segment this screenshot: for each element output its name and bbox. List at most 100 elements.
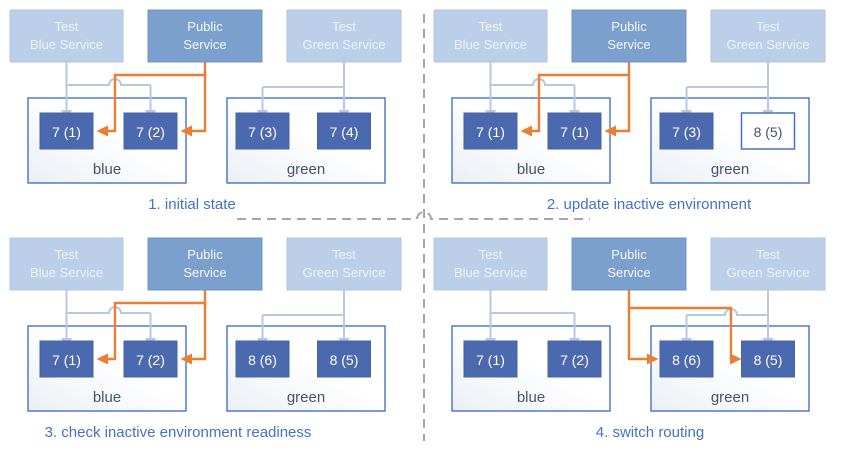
version-box-rect (235, 340, 290, 378)
public-service-box: Public Service (147, 237, 263, 291)
version-label: 7 (1) (560, 124, 589, 140)
blue-environment-label: blue (93, 161, 121, 178)
service-rect (286, 9, 402, 63)
version-box-rect (463, 340, 518, 378)
arrowhead-left-icon (96, 125, 108, 137)
service-label-line2: Green Service (302, 37, 385, 52)
test-green-service-box: Test Green Service (286, 9, 402, 63)
test-blue-service-box: Test Blue Service (9, 9, 124, 63)
version-box-rect (463, 112, 518, 150)
version-box-rect (317, 340, 371, 378)
version-box-rect (39, 112, 94, 150)
version-box: 7 (1) (463, 340, 518, 378)
version-box-rect (235, 112, 290, 150)
version-box: 8 (5) (317, 340, 371, 378)
version-box-rect (123, 112, 178, 150)
version-label: 7 (2) (136, 352, 165, 368)
version-box: 7 (2) (547, 340, 602, 378)
test-green-service-box: Test Green Service (710, 237, 826, 291)
version-label: 7 (2) (136, 124, 165, 140)
arrowhead-left-icon (604, 125, 616, 137)
arrowhead-left-icon (520, 125, 532, 137)
public-route-arrow (96, 290, 207, 365)
green-environment-label: green (287, 161, 325, 178)
service-label-line1: Public (611, 19, 647, 34)
version-box: 7 (1) (463, 112, 518, 150)
public-route-arrow (96, 62, 207, 137)
quadrant-switch-routing: blue green 7 (1) 7 (2) 8 (6) 8 (5) (433, 237, 826, 441)
version-label: 7 (2) (560, 352, 589, 368)
version-box: 8 (6) (659, 340, 714, 378)
service-label-line1: Test (756, 247, 780, 262)
service-rect (9, 9, 124, 63)
version-label: 8 (5) (330, 352, 359, 368)
quadrant-caption: 4. switch routing (596, 424, 704, 441)
blue-environment-label: blue (93, 389, 121, 406)
service-label-line2: Green Service (726, 37, 809, 52)
green-environment-label: green (287, 389, 325, 406)
public-route-arrow (520, 62, 631, 137)
service-label-line1: Test (479, 19, 503, 34)
service-label-line2: Blue Service (30, 37, 103, 52)
service-rect (9, 237, 124, 291)
service-label-line2: Service (607, 37, 650, 52)
service-rect (433, 237, 548, 291)
arrowhead-right-icon (730, 353, 742, 365)
service-label-line1: Test (756, 19, 780, 34)
version-box: 7 (4) (317, 112, 371, 150)
version-box-rect (741, 340, 795, 378)
test-green-service-box: Test Green Service (286, 237, 402, 291)
public-service-box: Public Service (147, 9, 263, 63)
version-box-rect (547, 340, 602, 378)
service-rect (571, 237, 687, 291)
version-label: 7 (3) (248, 124, 277, 140)
service-rect (286, 237, 402, 291)
test-blue-service-box: Test Blue Service (433, 9, 548, 63)
version-box-rect (317, 112, 371, 150)
version-label: 7 (4) (330, 124, 359, 140)
service-label-line1: Test (332, 19, 356, 34)
service-rect (710, 9, 826, 63)
blue-environment-label: blue (517, 389, 545, 406)
service-label-line1: Public (187, 247, 223, 262)
quadrant-initial-state: blue green 7 (1) 7 (2) 7 (3) 7 (4) (9, 9, 402, 213)
public-route-arrow (627, 290, 742, 365)
version-box: 8 (6) (235, 340, 290, 378)
blue-environment-label: blue (517, 161, 545, 178)
service-label-line1: Test (55, 247, 79, 262)
quadrant-caption: 3. check inactive environment readiness (45, 424, 312, 441)
service-label-line1: Public (187, 19, 223, 34)
version-label: 8 (5) (754, 124, 783, 140)
service-rect (147, 237, 263, 291)
public-service-box: Public Service (571, 9, 687, 63)
version-box: 7 (2) (123, 112, 178, 150)
arrowhead-left-icon (180, 353, 192, 365)
version-box-rect (659, 112, 714, 150)
version-label: 8 (6) (672, 352, 701, 368)
version-box-new-inactive: 8 (5) (740, 112, 796, 150)
service-rect (710, 237, 826, 291)
quadrant-check-inactive-environment-readiness: blue green 7 (1) 7 (2) 8 (6) 8 (5) (9, 237, 402, 441)
arrowhead-right-icon (647, 353, 659, 365)
version-label: 7 (1) (476, 352, 505, 368)
version-box: 7 (3) (235, 112, 290, 150)
version-box: 7 (2) (123, 340, 178, 378)
version-box-rect (123, 340, 178, 378)
service-label-line2: Green Service (302, 265, 385, 280)
service-label-line2: Blue Service (454, 265, 527, 280)
version-label: 8 (6) (248, 352, 277, 368)
service-label-line1: Test (332, 247, 356, 262)
version-box: 7 (1) (39, 340, 94, 378)
arrowhead-left-icon (180, 125, 192, 137)
version-label: 7 (1) (476, 124, 505, 140)
version-box: 8 (5) (741, 340, 795, 378)
public-service-box: Public Service (571, 237, 687, 291)
test-green-service-box: Test Green Service (710, 9, 826, 63)
version-box-rect (39, 340, 94, 378)
version-box-rect (659, 340, 714, 378)
service-label-line2: Service (183, 37, 226, 52)
test-blue-service-box: Test Blue Service (433, 237, 548, 291)
test-blue-service-box: Test Blue Service (9, 237, 124, 291)
service-rect (571, 9, 687, 63)
service-rect (433, 9, 548, 63)
